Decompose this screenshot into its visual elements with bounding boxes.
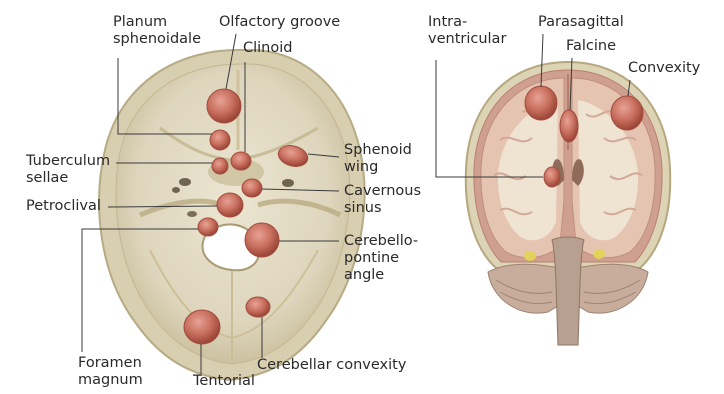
- tumor-parasagittal: [525, 86, 557, 120]
- label-cavernous-sinus: Cavernous sinus: [344, 183, 421, 217]
- label-sphenoid-wing: Sphenoid wing: [344, 142, 412, 176]
- label-sphenoid-line1: Sphenoid: [344, 142, 412, 159]
- right-cranial-nerve: [593, 249, 605, 259]
- label-foramen-magnum: Foramen magnum: [78, 355, 143, 389]
- label-foramen-line1: Foramen: [78, 355, 143, 372]
- label-tuberculum-line1: Tuberculum: [26, 153, 110, 170]
- tumor-tentorial: [184, 310, 220, 344]
- label-parasagittal: Parasagittal: [538, 14, 624, 31]
- brainstem: [552, 237, 584, 345]
- tumor-convexity: [611, 96, 643, 130]
- label-clinoid: Clinoid: [243, 40, 292, 57]
- label-cpa-line1: Cerebello-: [344, 233, 418, 250]
- foramen-spinosum-left: [172, 187, 180, 193]
- label-petroclival: Petroclival: [26, 198, 101, 215]
- label-tuberculum-sellae: Tuberculum sellae: [26, 153, 110, 187]
- label-cerebellopontine-angle: Cerebello- pontine angle: [344, 233, 418, 284]
- label-cpa-line2: pontine: [344, 250, 418, 267]
- label-planum-line1: Planum: [113, 14, 201, 31]
- label-cavernous-line1: Cavernous: [344, 183, 421, 200]
- jugular-foramen-left: [187, 211, 197, 217]
- tumor-clinoid: [231, 152, 251, 170]
- tumor-petroclival: [217, 193, 243, 217]
- tumor-cerebellar-convexity: [246, 297, 270, 317]
- tumor-cerebellopontine-angle: [245, 223, 279, 257]
- label-intraventricular-line1: Intra-: [428, 14, 506, 31]
- label-intraventricular: Intra- ventricular: [428, 14, 506, 48]
- tumor-tuberculum-sellae: [212, 158, 228, 174]
- label-cerebellar-convexity: Cerebellar convexity: [257, 357, 406, 374]
- label-olfactory-groove: Olfactory groove: [219, 14, 340, 31]
- left-cranial-nerve: [524, 251, 536, 261]
- label-cpa-line3: angle: [344, 267, 418, 284]
- label-tuberculum-line2: sellae: [26, 170, 110, 187]
- label-planum-line2: sphenoidale: [113, 31, 201, 48]
- foramen-ovale-right: [282, 179, 294, 187]
- tumor-cavernous-sinus: [242, 179, 262, 197]
- tumor-foramen-magnum: [198, 218, 218, 236]
- label-intraventricular-line2: ventricular: [428, 31, 506, 48]
- label-sphenoid-line2: wing: [344, 159, 412, 176]
- tumor-falcine: [560, 110, 578, 142]
- foramen-ovale-left: [179, 178, 191, 186]
- label-convexity: Convexity: [628, 60, 700, 77]
- label-tentorial: Tentorial: [193, 373, 255, 390]
- tumor-olfactory-groove: [207, 89, 241, 123]
- label-planum-sphenoidale: Planum sphenoidale: [113, 14, 201, 48]
- label-foramen-line2: magnum: [78, 372, 143, 389]
- label-cavernous-line2: sinus: [344, 200, 421, 217]
- label-falcine: Falcine: [566, 38, 616, 55]
- tumor-intraventricular: [544, 167, 560, 187]
- tumor-planum-sphenoidale: [210, 130, 230, 150]
